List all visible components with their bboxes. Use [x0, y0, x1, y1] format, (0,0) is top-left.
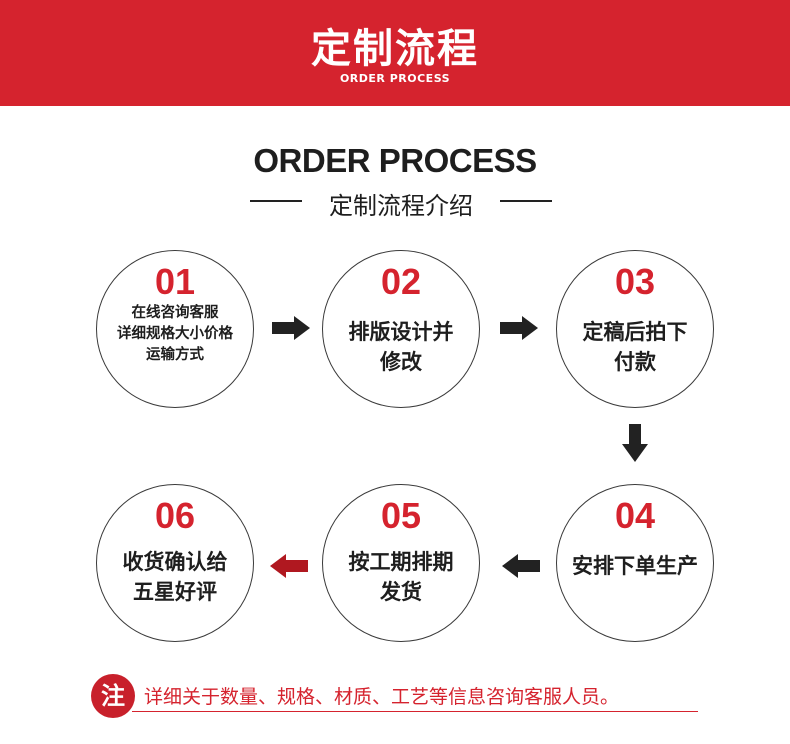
- step-circle-04: 04 安排下单生产: [556, 484, 714, 642]
- step-line: 按工期排期: [348, 550, 454, 574]
- arrow-down-icon: [622, 424, 648, 462]
- step-number: 06: [154, 495, 196, 536]
- step-number: 01: [154, 261, 196, 302]
- arrow-right-icon: [500, 316, 538, 340]
- step-circle-03: 03 定稿后拍下 付款: [556, 250, 714, 408]
- step-circle-02: 02 排版设计并 修改: [322, 250, 480, 408]
- banner-title: 定制流程: [311, 26, 479, 72]
- heading-rule-right: [500, 200, 552, 202]
- step-description: 按工期排期 发货: [329, 547, 473, 607]
- arrow-right-icon: [272, 316, 310, 340]
- note-text: 详细关于数量、规格、材质、工艺等信息咨询客服人员。: [144, 686, 620, 708]
- step-line: 五星好评: [133, 580, 217, 604]
- heading-rule-left: [250, 200, 302, 202]
- header-banner: 定制流程 ORDER PROCESS: [0, 0, 790, 106]
- step-line: 详细规格大小价格: [117, 326, 233, 342]
- banner-subtitle: ORDER PROCESS: [339, 72, 451, 85]
- step-number: 05: [380, 495, 422, 536]
- step-line: 在线咨询客服: [131, 305, 219, 321]
- step-description: 收货确认给 五星好评: [103, 547, 247, 607]
- note-underline: [132, 711, 698, 712]
- step-number: 03: [614, 261, 656, 302]
- step-line: 安排下单生产: [572, 554, 698, 578]
- step-description: 定稿后拍下 付款: [563, 317, 707, 377]
- arrow-left-icon: [270, 554, 308, 578]
- step-number: 04: [614, 495, 656, 536]
- step-line: 排版设计并: [348, 320, 454, 344]
- step-description: 排版设计并 修改: [329, 317, 473, 377]
- step-line: 修改: [380, 350, 422, 374]
- arrow-left-icon: [502, 554, 540, 578]
- step-line: 发货: [380, 580, 422, 604]
- step-description: 安排下单生产: [563, 551, 707, 581]
- step-circle-06: 06 收货确认给 五星好评: [96, 484, 254, 642]
- step-line: 定稿后拍下: [582, 320, 688, 344]
- step-description: 在线咨询客服 详细规格大小价格 运输方式: [103, 303, 247, 366]
- section-heading-zh-row: 定制流程介绍: [250, 186, 552, 220]
- step-line: 付款: [614, 350, 656, 374]
- step-number: 02: [380, 261, 422, 302]
- note-badge: 注: [91, 674, 135, 718]
- step-line: 收货确认给: [122, 550, 228, 574]
- step-circle-05: 05 按工期排期 发货: [322, 484, 480, 642]
- step-circle-01: 01 在线咨询客服 详细规格大小价格 运输方式: [96, 250, 254, 408]
- step-line: 运输方式: [146, 347, 204, 363]
- section-heading-zh: 定制流程介绍: [329, 192, 473, 220]
- section-heading-en: ORDER PROCESS: [253, 142, 537, 179]
